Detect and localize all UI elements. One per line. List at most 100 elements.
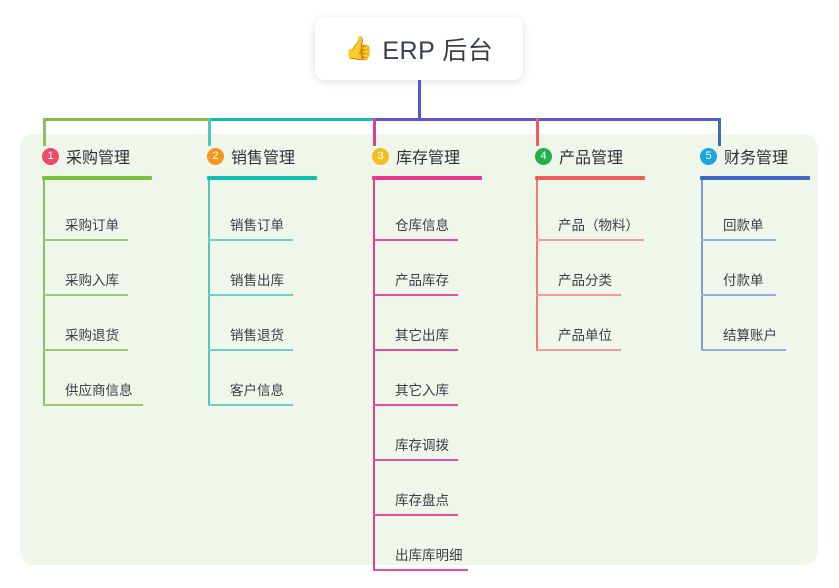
leaf-item-label: 其它出库 bbox=[395, 328, 449, 343]
leaf-item-label: 销售订单 bbox=[230, 218, 284, 233]
trunk-green bbox=[43, 118, 208, 121]
leaf-item-underline bbox=[43, 294, 128, 296]
column-header-underline bbox=[207, 176, 317, 180]
trunk-teal bbox=[208, 118, 373, 121]
leaf-item-label: 结算账户 bbox=[723, 328, 777, 343]
leaf-item-label: 产品单位 bbox=[558, 328, 612, 343]
column-header-underline bbox=[42, 176, 152, 180]
leaf-item[interactable]: 库存盘点 bbox=[373, 476, 468, 516]
leaf-item-underline bbox=[43, 349, 128, 351]
leaf-item-underline bbox=[701, 294, 776, 296]
leaf-item-label: 付款单 bbox=[723, 273, 764, 288]
column-header-underline bbox=[700, 176, 810, 180]
drop-col-3 bbox=[373, 118, 376, 146]
leaf-item-label: 库存调拨 bbox=[395, 438, 449, 453]
leaf-item[interactable]: 产品分类 bbox=[536, 256, 631, 296]
column-header-underline bbox=[535, 176, 645, 180]
leaf-item-label: 产品库存 bbox=[395, 273, 449, 288]
leaf-item[interactable]: 其它出库 bbox=[373, 311, 468, 351]
column-spine bbox=[536, 180, 538, 351]
column-number-badge: 1 bbox=[42, 147, 59, 165]
leaf-item-label: 产品分类 bbox=[558, 273, 612, 288]
leaf-item-underline bbox=[536, 239, 644, 241]
leaf-item-label: 销售出库 bbox=[230, 273, 284, 288]
column-header-1[interactable]: 1 采购管理 bbox=[42, 145, 130, 167]
branch-column-3: 3 库存管理仓库信息产品库存其它出库其它入库库存调拨库存盘点出库库明细 bbox=[372, 145, 482, 571]
leaf-item[interactable]: 销售出库 bbox=[208, 256, 303, 296]
leaf-item-underline bbox=[43, 404, 143, 406]
leaf-item[interactable]: 结算账户 bbox=[701, 311, 796, 351]
leaf-item[interactable]: 其它入库 bbox=[373, 366, 468, 406]
drop-col-1 bbox=[43, 118, 46, 146]
root-node-label: ERP 后台 bbox=[382, 36, 494, 65]
leaf-item-label: 出库库明细 bbox=[395, 548, 463, 563]
column-header-2[interactable]: 2 销售管理 bbox=[207, 145, 295, 167]
leaf-item[interactable]: 客户信息 bbox=[208, 366, 303, 406]
leaf-item-underline bbox=[373, 459, 458, 461]
leaf-item[interactable]: 销售退货 bbox=[208, 311, 303, 351]
leaf-item-label: 供应商信息 bbox=[65, 383, 133, 398]
column-spine bbox=[373, 180, 375, 571]
leaf-item[interactable]: 产品库存 bbox=[373, 256, 468, 296]
drop-col-2 bbox=[208, 118, 211, 146]
leaf-item-label: 库存盘点 bbox=[395, 493, 449, 508]
leaf-item-underline bbox=[536, 294, 621, 296]
leaf-item[interactable]: 销售订单 bbox=[208, 201, 303, 241]
column-header-5[interactable]: 5 财务管理 bbox=[700, 145, 788, 167]
leaf-item-underline bbox=[208, 294, 293, 296]
leaf-item[interactable]: 采购退货 bbox=[43, 311, 138, 351]
leaf-item[interactable]: 回款单 bbox=[701, 201, 786, 241]
column-spine bbox=[701, 180, 703, 351]
column-title-label: 产品管理 bbox=[559, 150, 624, 167]
column-number-badge: 4 bbox=[535, 147, 552, 165]
leaf-item-underline bbox=[701, 239, 776, 241]
leaf-item[interactable]: 供应商信息 bbox=[43, 366, 153, 406]
branch-column-2: 2 销售管理销售订单销售出库销售退货客户信息 bbox=[207, 145, 317, 406]
leaf-item-underline bbox=[373, 514, 458, 516]
leaf-item-underline bbox=[43, 239, 128, 241]
leaf-item[interactable]: 付款单 bbox=[701, 256, 786, 296]
leaf-item-underline bbox=[208, 239, 293, 241]
leaf-item-label: 采购入库 bbox=[65, 273, 119, 288]
leaf-item[interactable]: 采购入库 bbox=[43, 256, 138, 296]
column-title-label: 采购管理 bbox=[66, 150, 131, 167]
leaf-item[interactable]: 仓库信息 bbox=[373, 201, 468, 241]
leaf-item-underline bbox=[373, 404, 458, 406]
leaf-item-label: 采购订单 bbox=[65, 218, 119, 233]
leaf-item-underline bbox=[208, 404, 293, 406]
leaf-item[interactable]: 产品单位 bbox=[536, 311, 631, 351]
leaf-item-underline bbox=[701, 349, 786, 351]
column-title-label: 销售管理 bbox=[231, 150, 296, 167]
column-title-label: 库存管理 bbox=[396, 150, 461, 167]
branch-column-5: 5 财务管理回款单付款单结算账户 bbox=[700, 145, 810, 351]
column-header-4[interactable]: 4 产品管理 bbox=[535, 145, 623, 167]
leaf-item[interactable]: 采购订单 bbox=[43, 201, 138, 241]
leaf-item-underline bbox=[373, 294, 458, 296]
column-number-badge: 2 bbox=[207, 147, 224, 165]
leaf-item-label: 销售退货 bbox=[230, 328, 284, 343]
leaf-item[interactable]: 库存调拨 bbox=[373, 421, 468, 461]
column-header-3[interactable]: 3 库存管理 bbox=[372, 145, 460, 167]
leaf-item-underline bbox=[208, 349, 293, 351]
column-spine bbox=[208, 180, 210, 406]
trunk-purple bbox=[373, 118, 719, 121]
root-stem bbox=[418, 80, 421, 120]
leaf-item-label: 仓库信息 bbox=[395, 218, 449, 233]
leaf-item-underline bbox=[373, 569, 468, 571]
leaf-item-underline bbox=[536, 349, 621, 351]
leaf-item-label: 采购退货 bbox=[65, 328, 119, 343]
column-number-badge: 5 bbox=[700, 147, 717, 165]
leaf-item[interactable]: 出库库明细 bbox=[373, 531, 478, 571]
column-title-label: 财务管理 bbox=[724, 150, 789, 167]
column-spine bbox=[43, 180, 45, 406]
column-number-badge: 3 bbox=[372, 147, 389, 165]
root-node-erp-backend[interactable]: 👍 ERP 后台 bbox=[315, 17, 523, 80]
leaf-item-label: 其它入库 bbox=[395, 383, 449, 398]
leaf-item[interactable]: 产品（物料） bbox=[536, 201, 654, 241]
leaf-item-label: 回款单 bbox=[723, 218, 764, 233]
drop-col-4 bbox=[536, 118, 539, 146]
branch-column-1: 1 采购管理采购订单采购入库采购退货供应商信息 bbox=[42, 145, 152, 406]
leaf-item-underline bbox=[373, 349, 458, 351]
